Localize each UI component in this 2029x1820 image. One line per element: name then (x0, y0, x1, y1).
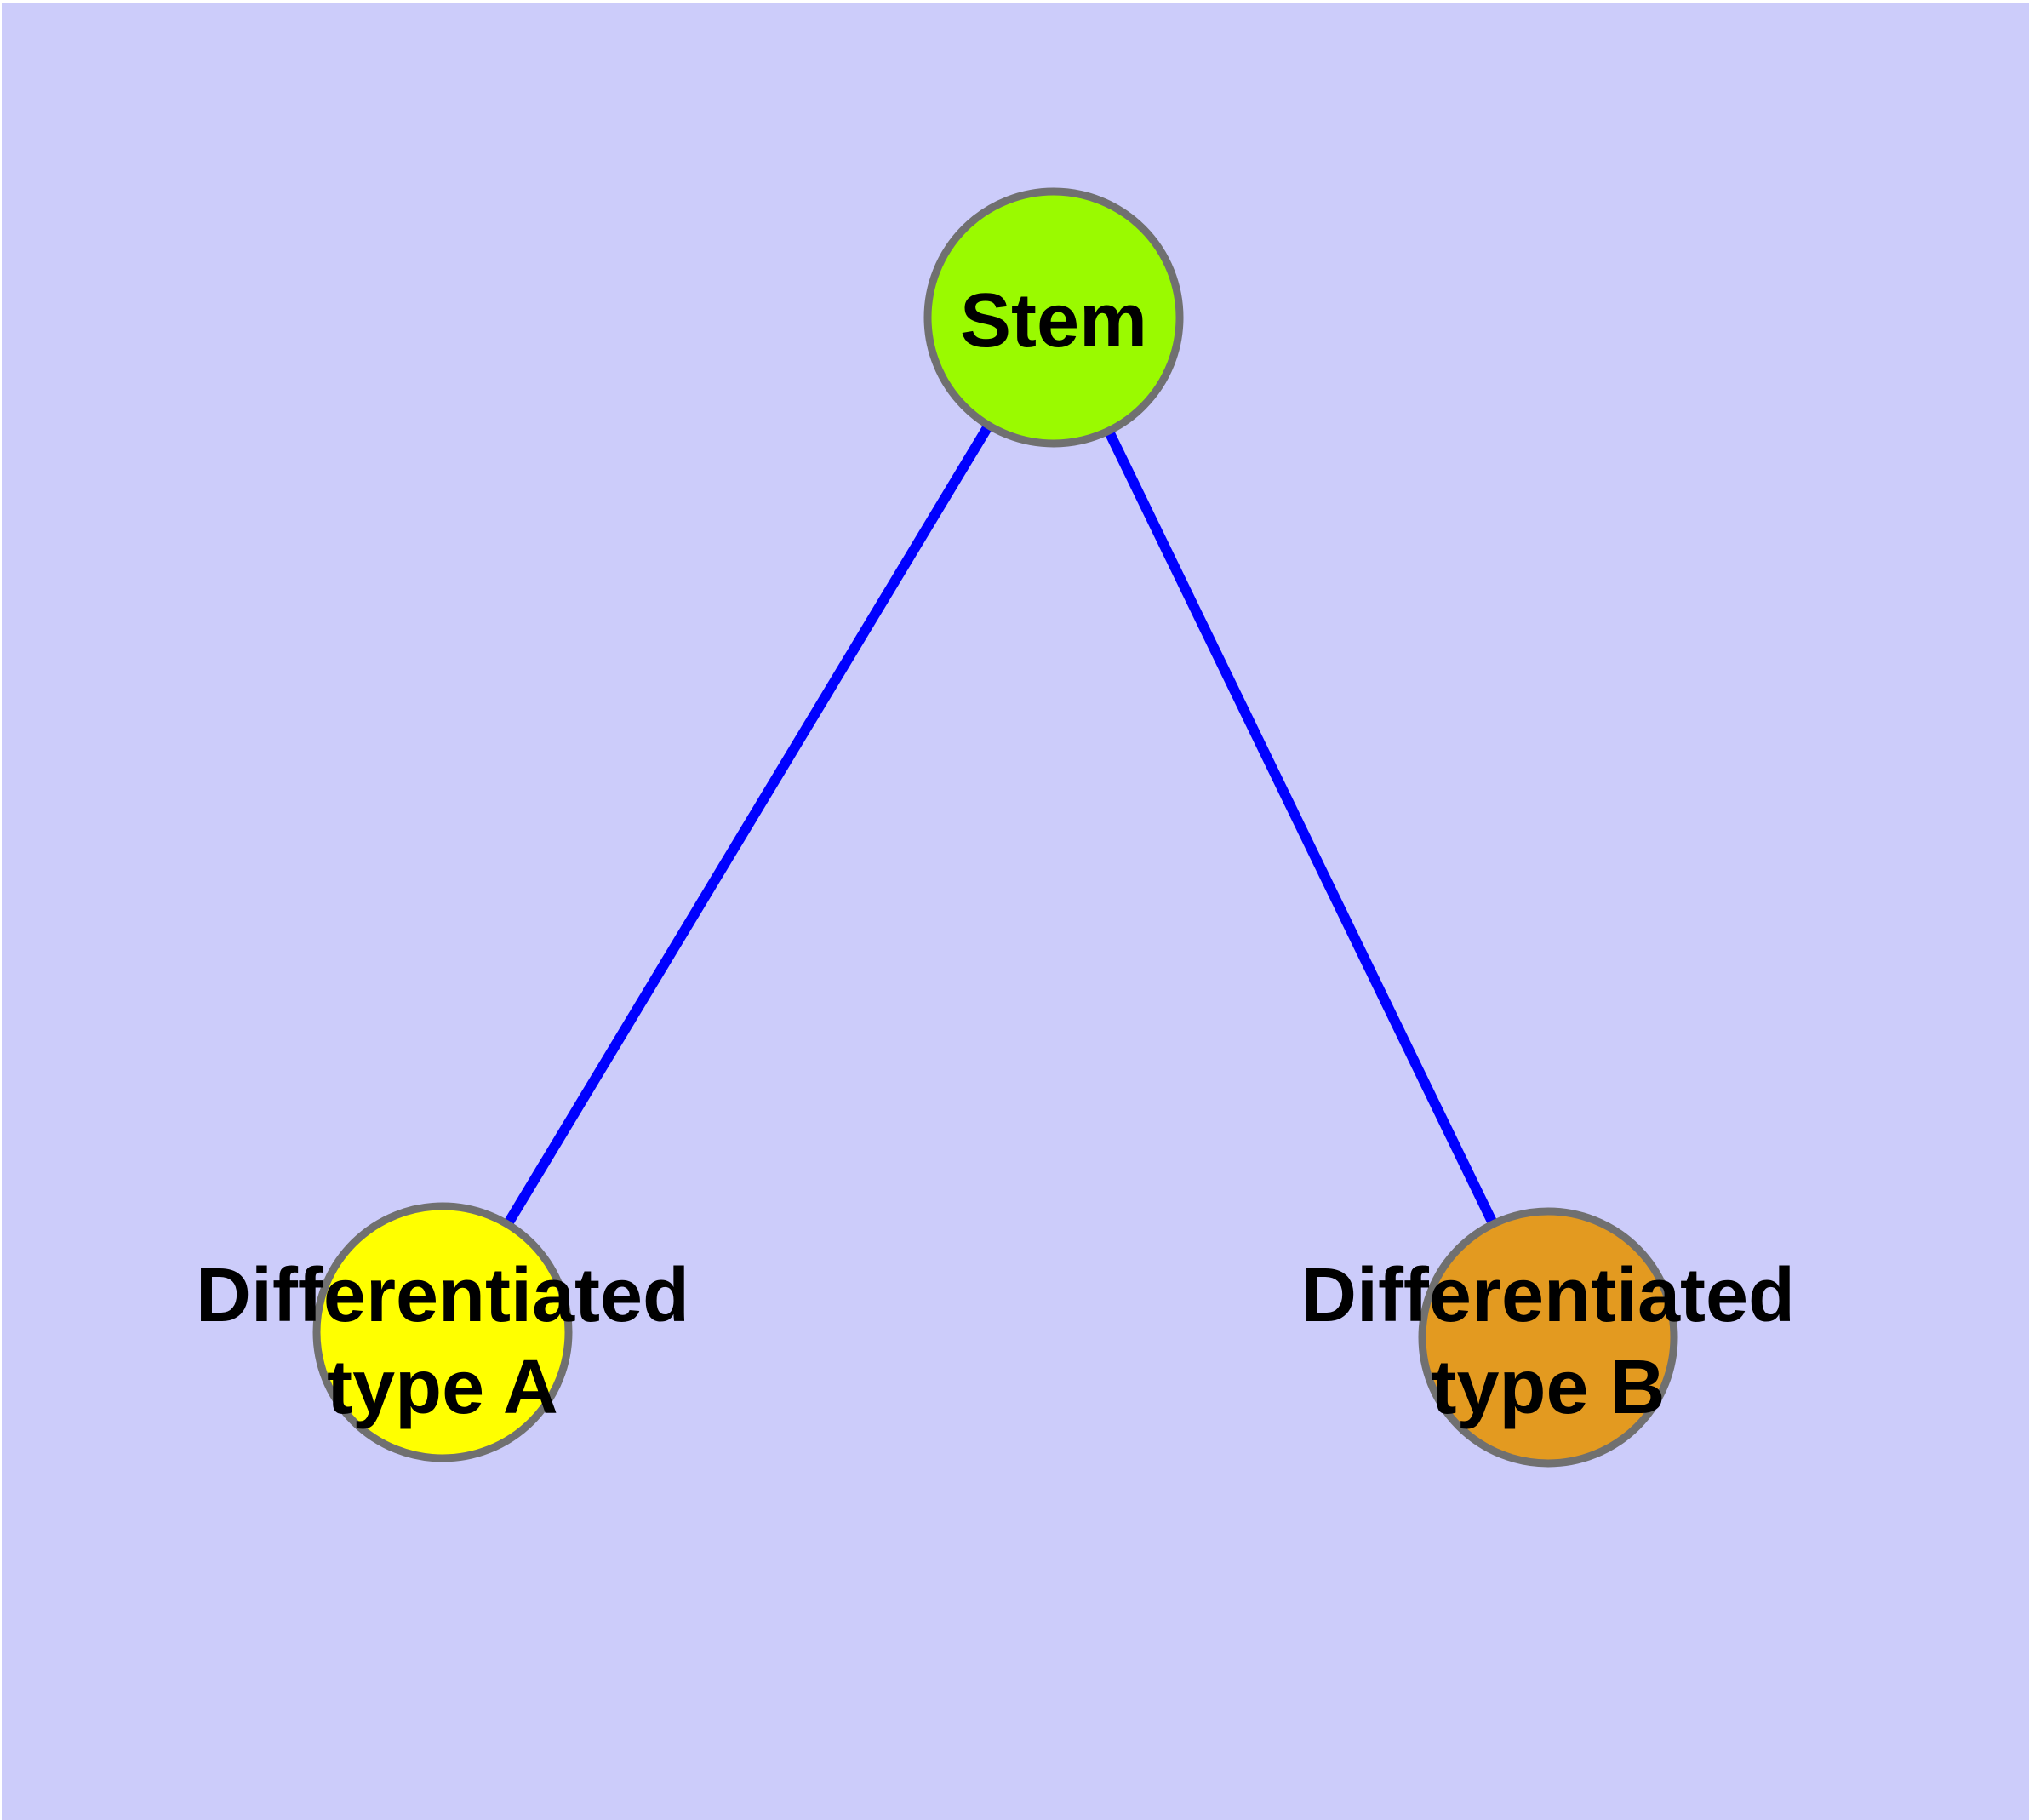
node-differentiated-type-a (312, 1202, 573, 1462)
node-stem (923, 187, 1184, 448)
node-type-b-label-line2: type B (1431, 1345, 1665, 1430)
node-type-b-label-line1: Differentiated (1301, 1253, 1795, 1338)
node-type-a-label-line1: Differentiated (196, 1253, 689, 1338)
node-differentiated-type-b (1418, 1207, 1678, 1468)
node-type-a-label-line2: type A (327, 1345, 558, 1430)
node-stem-label: Stem (960, 278, 1147, 363)
edge-stem-to-type-b (1049, 315, 1553, 1340)
edge-stem-to-type-a (437, 314, 1059, 1336)
